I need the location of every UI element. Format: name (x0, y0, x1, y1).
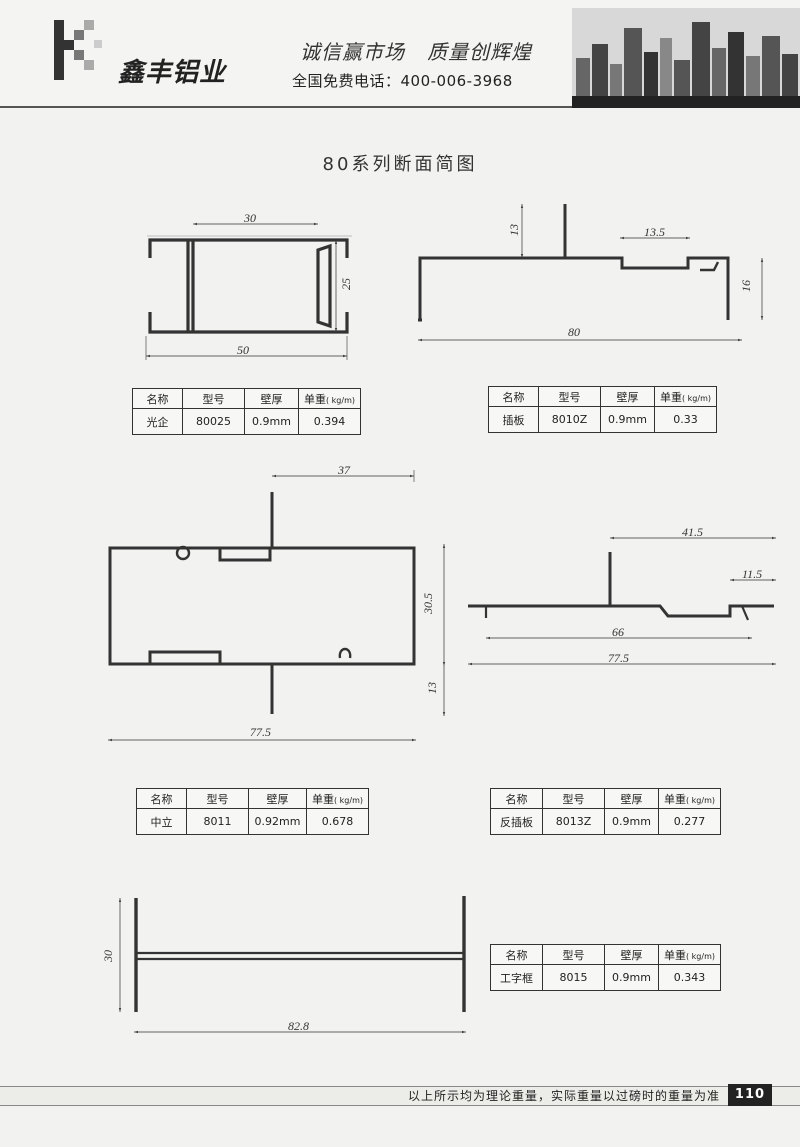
dim-label: 30.5 (421, 593, 435, 615)
cell-weight: 0.394 (298, 408, 361, 435)
dim-label: 77.5 (608, 651, 629, 665)
cell-thickness: 0.9mm (244, 408, 299, 435)
col-header-name: 名称 (488, 386, 539, 407)
weight-label: 单重 (664, 792, 686, 806)
cell-name: 中立 (136, 808, 187, 835)
col-header-weight: 单重( kg/m) (298, 388, 361, 409)
col-header-weight: 单重( kg/m) (658, 944, 721, 965)
page-number: 110 (728, 1084, 772, 1106)
dim-label: 13 (425, 682, 439, 694)
profile-drawing-gongzikuang: 30 82.8 (101, 896, 466, 1034)
weight-label: 单重 (312, 792, 334, 806)
cell-name: 工字框 (490, 964, 543, 991)
dim-label: 77.5 (250, 725, 271, 739)
footer-bar (0, 1086, 800, 1106)
profile-drawing-guangqi: 30 25 50 (145, 211, 353, 360)
col-header-model: 型号 (182, 388, 245, 409)
dim-label: 13.5 (644, 225, 665, 239)
col-header-weight: 单重( kg/m) (658, 788, 721, 809)
col-header-weight: 单重( kg/m) (306, 788, 369, 809)
cell-model: 8010Z (538, 406, 601, 433)
dim-label: 11.5 (742, 567, 762, 581)
cell-thickness: 0.9mm (604, 808, 659, 835)
col-header-thickness: 壁厚 (600, 386, 655, 407)
hotline-text: 全国免费电话：400-006-3968 (292, 72, 513, 90)
col-header-name: 名称 (132, 388, 183, 409)
page-header: 鑫丰铝业 诚信赢市场 质量创辉煌 全国免费电话：400-006-3968 (0, 0, 800, 108)
weight-label: 单重 (304, 392, 326, 406)
dim-label: 41.5 (682, 525, 703, 539)
dim-label: 80 (568, 325, 580, 339)
unit-label: ( kg/m) (326, 395, 355, 405)
col-header-model: 型号 (186, 788, 249, 809)
cell-name: 反插板 (490, 808, 543, 835)
col-header-name: 名称 (136, 788, 187, 809)
unit-label: ( kg/m) (686, 951, 715, 961)
cell-weight: 0.678 (306, 808, 369, 835)
dim-label: 37 (337, 463, 351, 477)
col-header-name: 名称 (490, 788, 543, 809)
col-header-thickness: 壁厚 (604, 788, 659, 809)
cell-weight: 0.343 (658, 964, 721, 991)
weight-label: 单重 (660, 390, 682, 404)
spec-table-guangqi: 名称 型号 壁厚 单重( kg/m) 光企 80025 0.9mm 0.394 (132, 388, 361, 435)
spec-table-zhongli: 名称 型号 壁厚 单重( kg/m) 中立 8011 0.92mm 0.678 (136, 788, 369, 835)
dim-label: 13 (507, 224, 521, 236)
thickness-label: 壁厚 (260, 392, 283, 406)
col-header-thickness: 壁厚 (604, 944, 659, 965)
dim-label: 30 (243, 211, 256, 225)
profile-drawing-fanchaban: 41.5 11.5 66 77.5 (468, 525, 776, 666)
col-header-model: 型号 (542, 788, 605, 809)
profile-drawing-chaban: 13 13.5 16 80 (418, 204, 764, 342)
company-logo-mark (54, 20, 102, 80)
cell-model: 8013Z (542, 808, 605, 835)
cell-name: 光企 (132, 408, 183, 435)
profile-drawing-zhongli: 37 30.5 13 77.5 (108, 463, 446, 742)
cell-thickness: 0.9mm (600, 406, 655, 433)
cell-name: 插板 (488, 406, 539, 433)
unit-label: ( kg/m) (334, 795, 363, 805)
spec-table-chaban: 名称 型号 壁厚 单重( kg/m) 插板 8010Z 0.9mm 0.33 (488, 386, 717, 433)
cell-weight: 0.33 (654, 406, 717, 433)
dim-label: 16 (739, 280, 753, 292)
col-header-model: 型号 (538, 386, 601, 407)
dim-label: 50 (237, 343, 249, 357)
footer-note: 以上所示均为理论重量，实际重量以过磅时的重量为准 (407, 1089, 720, 1103)
col-header-name: 名称 (490, 944, 543, 965)
col-header-thickness: 壁厚 (248, 788, 307, 809)
col-header-thickness: 壁厚 (244, 388, 299, 409)
cell-thickness: 0.9mm (604, 964, 659, 991)
cell-model: 8015 (542, 964, 605, 991)
cell-model: 80025 (182, 408, 245, 435)
col-header-weight: 单重( kg/m) (654, 386, 717, 407)
cell-thickness: 0.92mm (248, 808, 307, 835)
spec-table-fanchaban: 名称 型号 壁厚 单重( kg/m) 反插板 8013Z 0.9mm 0.277 (490, 788, 721, 835)
city-skyline-image (572, 8, 800, 108)
dim-label: 30 (101, 950, 115, 963)
dim-label: 82.8 (288, 1019, 309, 1033)
spec-table-gongzikuang: 名称 型号 壁厚 单重( kg/m) 工字框 8015 0.9mm 0.343 (490, 944, 721, 991)
cell-model: 8011 (186, 808, 249, 835)
page-title: 80系列断面简图 (322, 154, 478, 175)
dim-label: 66 (612, 625, 624, 639)
cell-weight: 0.277 (658, 808, 721, 835)
company-brand: 鑫丰铝业 (118, 58, 227, 88)
unit-label: ( kg/m) (686, 795, 715, 805)
company-slogan: 诚信赢市场 质量创辉煌 (300, 40, 533, 64)
weight-label: 单重 (664, 948, 686, 962)
unit-label: ( kg/m) (682, 393, 711, 403)
col-header-model: 型号 (542, 944, 605, 965)
dim-label: 25 (339, 278, 353, 290)
